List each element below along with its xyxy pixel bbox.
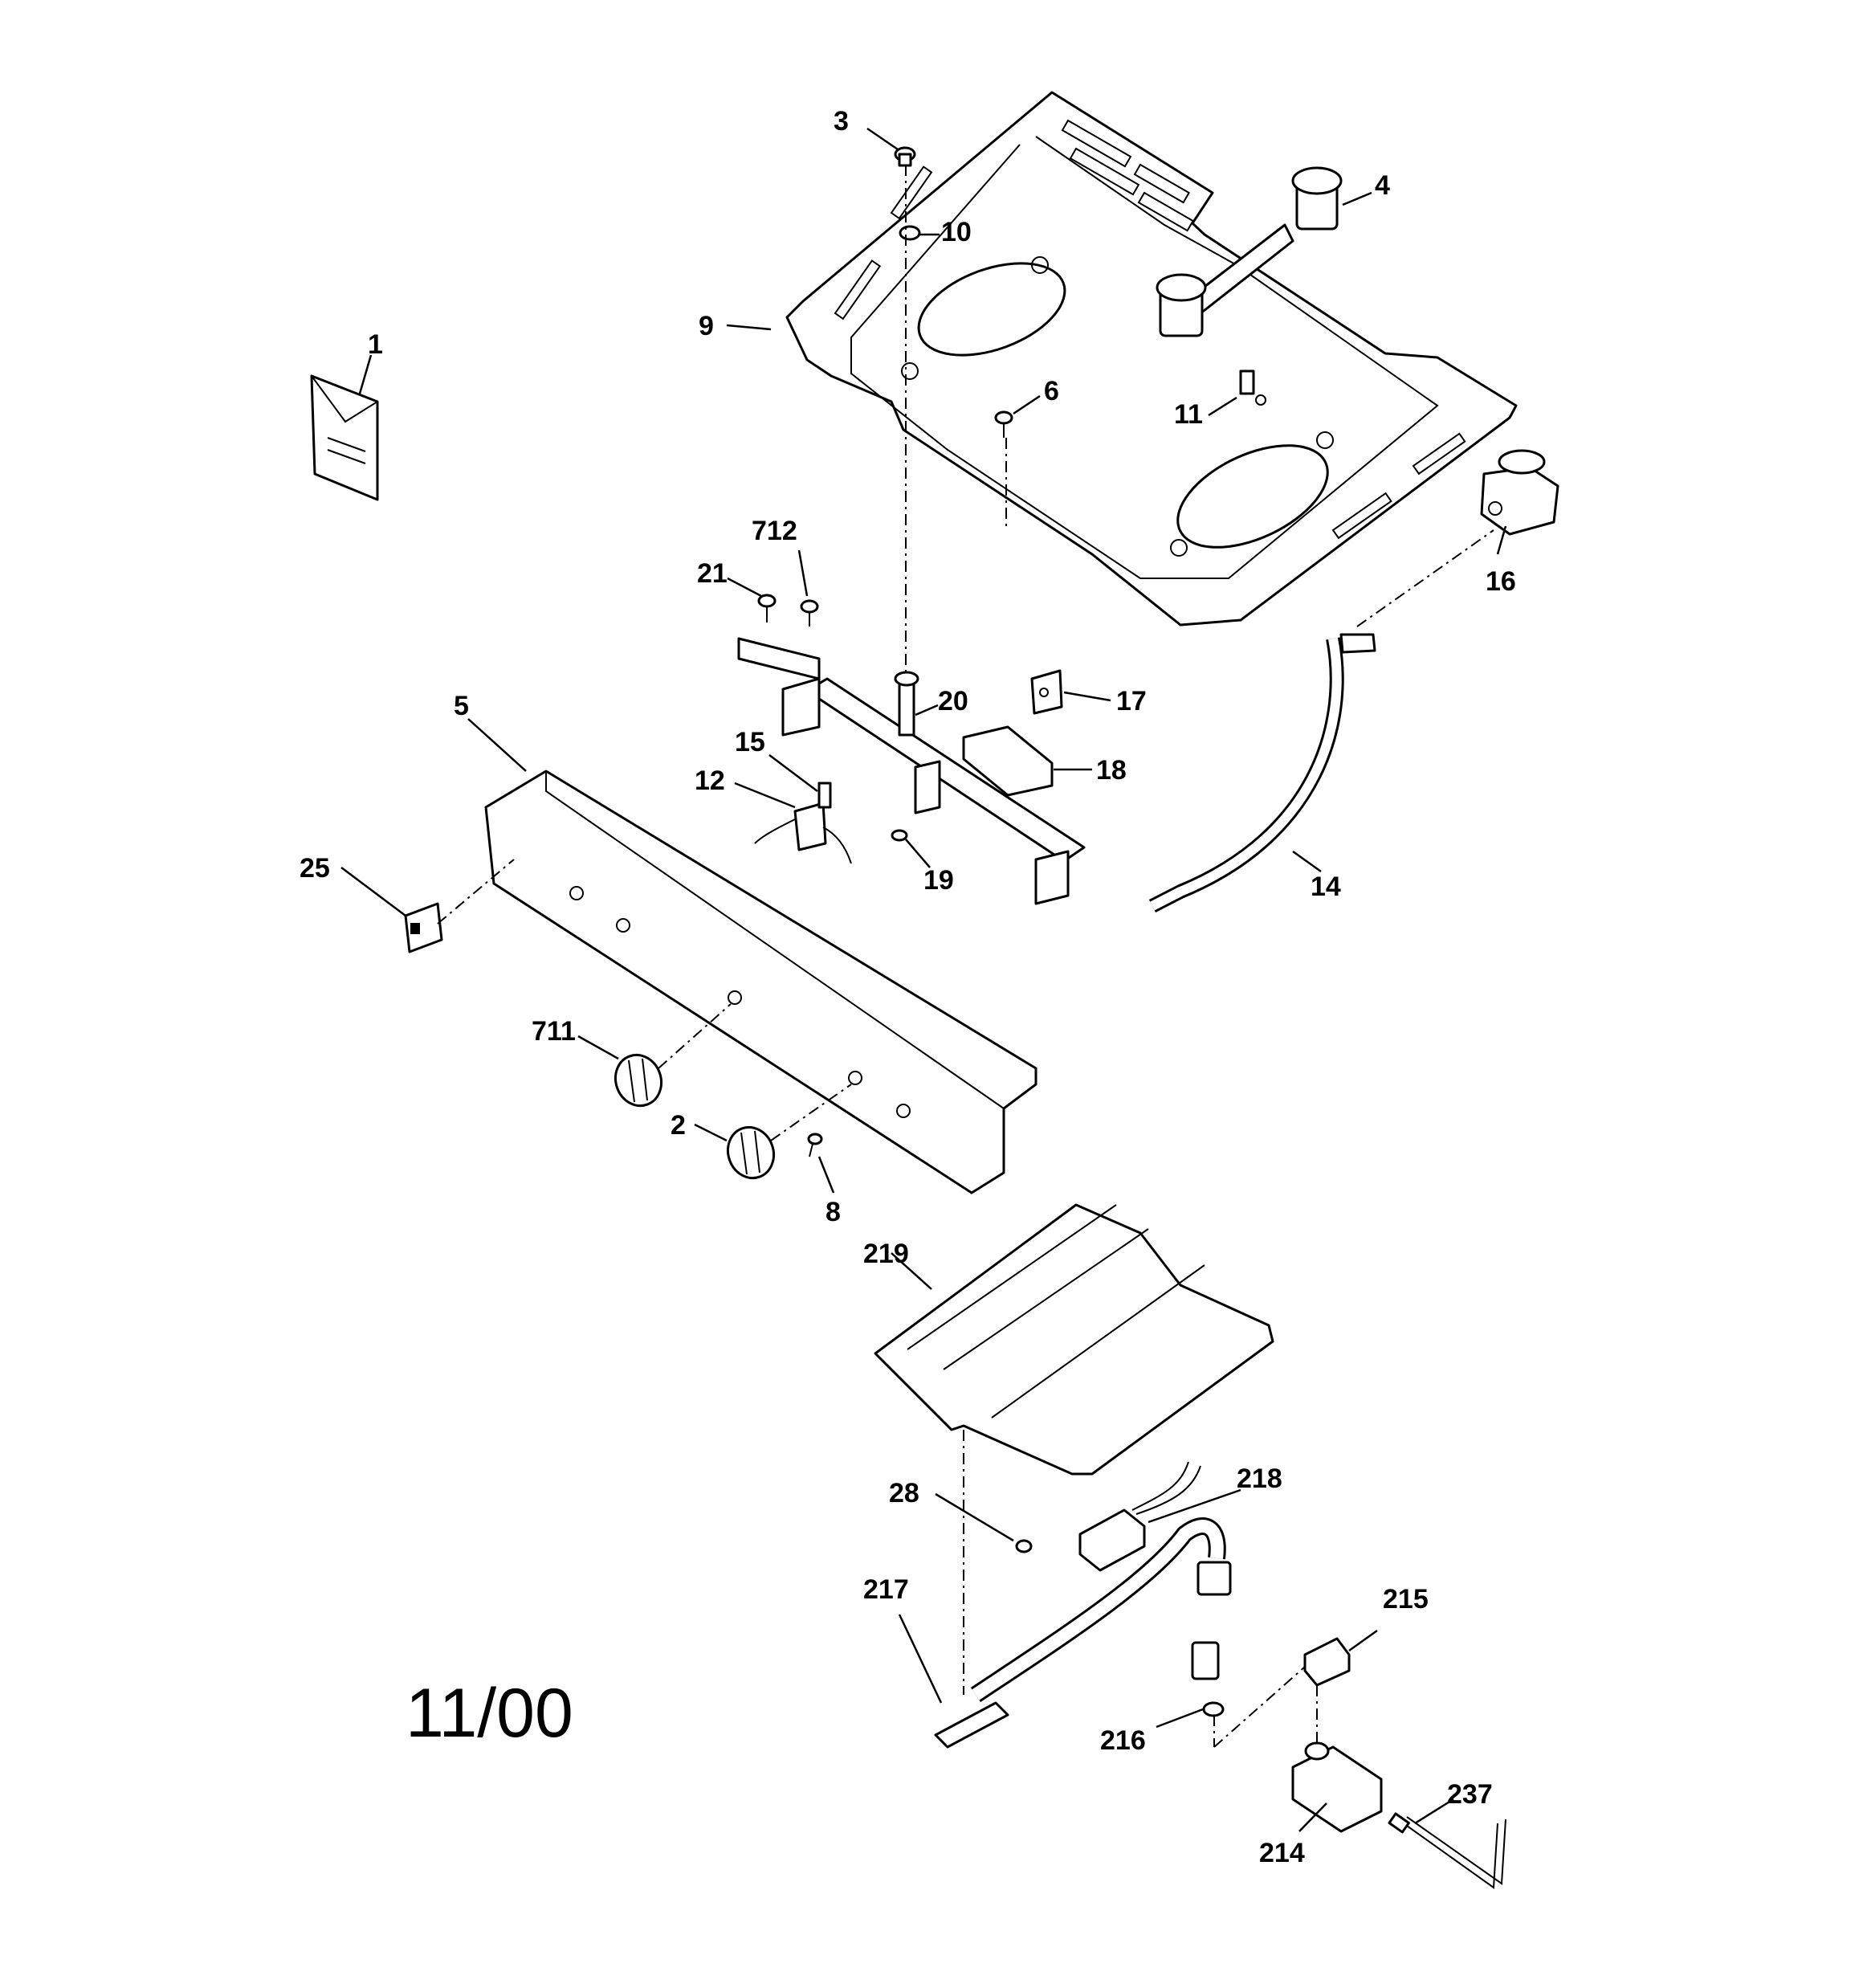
part-20-manifold-rail	[737, 637, 1086, 905]
callout-16: 16	[1486, 566, 1516, 597]
part-6-screw	[994, 410, 1013, 438]
part-15-switch-stem	[817, 782, 832, 809]
callout-19: 19	[923, 865, 954, 896]
part-5-control-panel	[484, 769, 1037, 1194]
date-stamp: 11/00	[406, 1675, 573, 1752]
callout-219: 219	[863, 1239, 909, 1269]
part-237-tube	[1388, 1812, 1506, 1889]
part-9-burner-box	[785, 91, 1518, 627]
callout-17: 17	[1116, 686, 1147, 716]
part-25-clip	[404, 902, 443, 953]
callout-4: 4	[1375, 170, 1390, 201]
part-215-bracket	[1303, 1637, 1351, 1687]
part-19-screw	[891, 829, 908, 842]
part-217-oven-burner	[934, 1517, 1232, 1749]
callout-214: 214	[1259, 1838, 1305, 1868]
callout-216: 216	[1100, 1725, 1146, 1756]
callout-9: 9	[699, 311, 714, 341]
part-218-igniter-module	[1078, 1461, 1201, 1572]
part-16-pressure-regulator	[1480, 449, 1559, 536]
part-3-grommet	[894, 146, 916, 167]
callout-712: 712	[752, 516, 797, 546]
callout-15: 15	[735, 727, 765, 757]
callout-8: 8	[826, 1197, 841, 1227]
part-18-cover	[962, 725, 1054, 797]
callout-11: 11	[1174, 399, 1203, 430]
callout-711: 711	[532, 1016, 576, 1047]
part-28-screw	[1015, 1539, 1033, 1553]
part-216-orifice	[1191, 1641, 1225, 1717]
part-8-screw	[807, 1133, 823, 1157]
callout-20: 20	[938, 686, 968, 716]
callout-14: 14	[1311, 872, 1341, 902]
part-10-nut	[899, 225, 921, 241]
callout-25: 25	[300, 853, 330, 884]
part-14-manifold-pipe	[1148, 633, 1376, 913]
callout-218: 218	[1237, 1463, 1282, 1494]
part-1-literature-envelope	[310, 374, 379, 501]
callout-1: 1	[368, 329, 383, 360]
callout-28: 28	[889, 1478, 919, 1508]
part-4-top-burners	[1156, 166, 1343, 337]
callout-3: 3	[834, 106, 849, 137]
callout-5: 5	[454, 691, 469, 721]
callout-12: 12	[695, 765, 725, 796]
part-12-switch	[754, 802, 852, 864]
callout-10: 10	[941, 217, 972, 247]
part-17-bracket	[1030, 669, 1063, 715]
callout-215: 215	[1383, 1584, 1429, 1614]
part-219-heat-shield	[874, 1203, 1274, 1476]
callout-18: 18	[1096, 755, 1127, 786]
callout-2: 2	[671, 1110, 686, 1141]
alignment-lines	[437, 165, 1494, 1748]
callout-21: 21	[697, 558, 728, 589]
callout-237: 237	[1447, 1779, 1493, 1810]
part-214-safety-valve	[1291, 1741, 1383, 1833]
part-11-clip	[1239, 369, 1266, 406]
part-711-knob	[614, 1053, 662, 1108]
callout-6: 6	[1044, 376, 1059, 406]
part-2-knob	[727, 1125, 775, 1180]
part-712-screw	[800, 599, 819, 627]
leader-lines	[340, 127, 1507, 1832]
part-21-screw	[757, 594, 777, 623]
callout-labels: 1 3 4 9 10 6 11 16 21 712 17 20 18 5 15 …	[300, 106, 1516, 1868]
callout-217: 217	[863, 1574, 909, 1605]
